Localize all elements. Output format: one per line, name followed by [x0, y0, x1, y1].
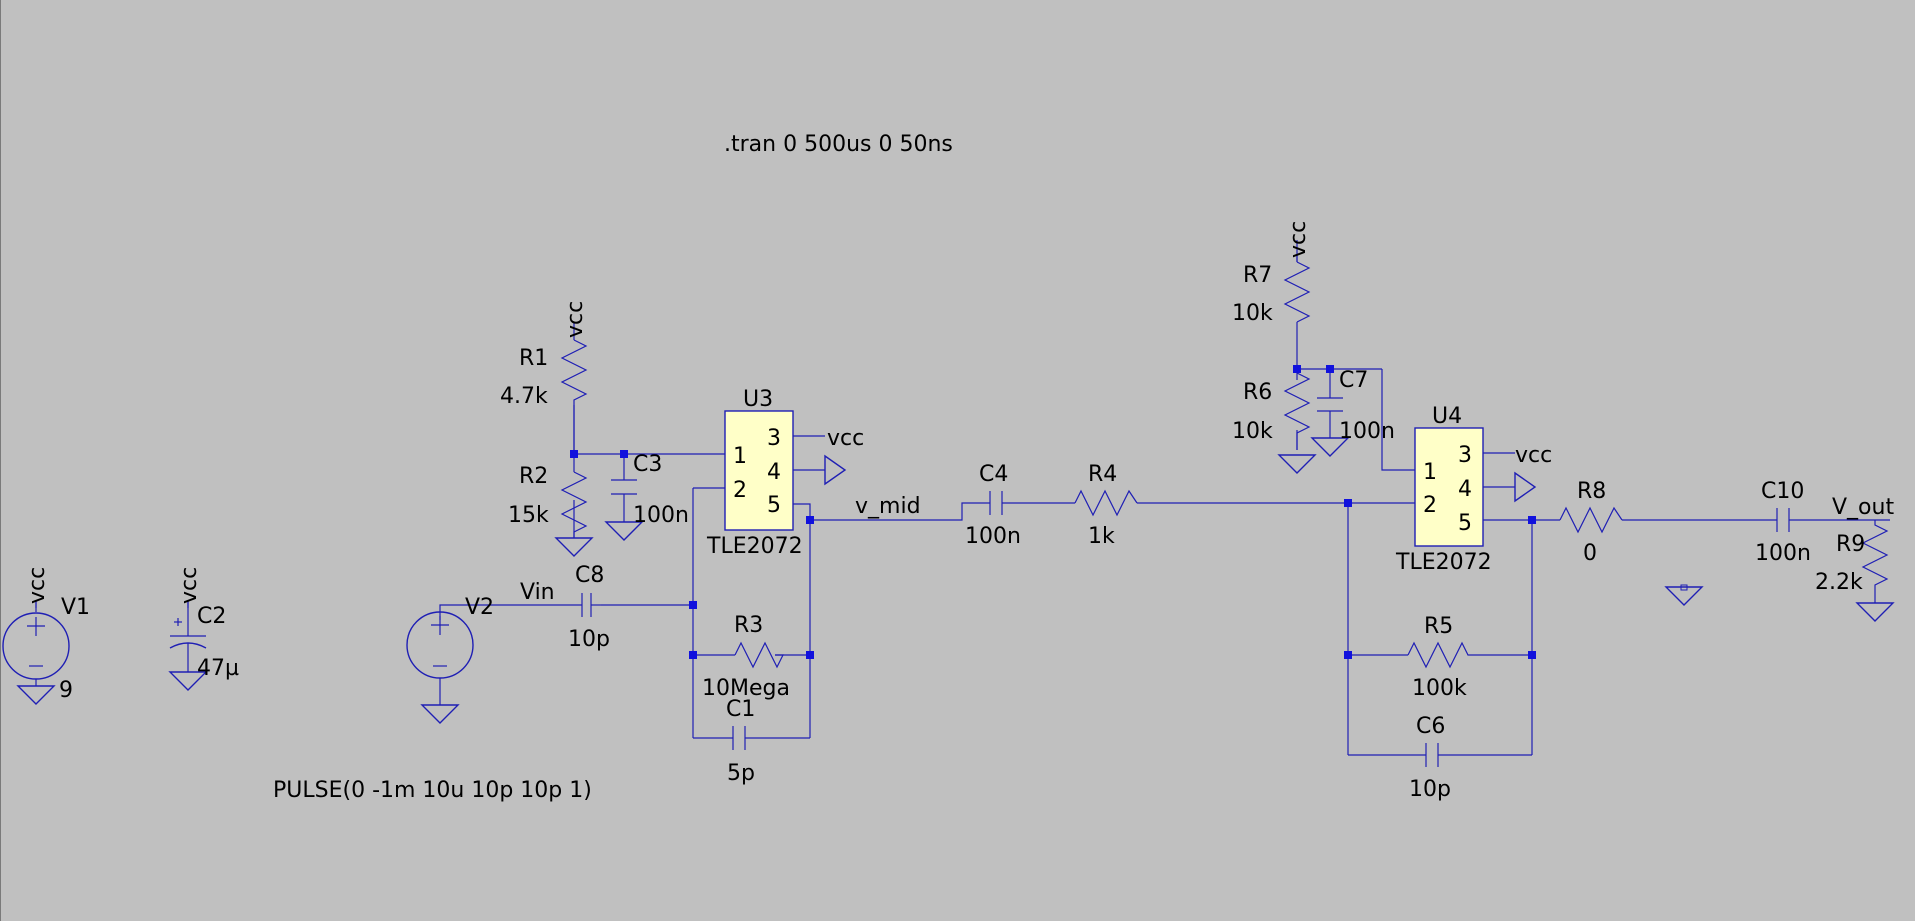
resistor-r9[interactable]: [1855, 520, 1895, 622]
pin-3: 3: [1458, 443, 1472, 468]
c4-value: 100n: [965, 524, 1021, 549]
vcc-label-r1: vcc: [563, 301, 588, 338]
pin-4: 4: [1458, 477, 1472, 502]
resistor-r8[interactable]: [1559, 506, 1623, 534]
tran-directive[interactable]: .tran 0 500us 0 50ns: [724, 132, 953, 157]
ground-icon: [554, 537, 594, 557]
r6-name: R6: [1243, 380, 1272, 405]
pin-2: 2: [1423, 493, 1437, 518]
ground-icon: [420, 704, 460, 724]
pin-5: 5: [1458, 511, 1472, 536]
r1-value: 4.7k: [500, 384, 548, 409]
ground-icon: [1310, 437, 1350, 457]
c2-value: 47µ: [197, 656, 239, 681]
resistor-r7[interactable]: [1283, 261, 1311, 323]
c8-name: C8: [575, 563, 604, 588]
r9-name: R9: [1836, 532, 1865, 557]
r8-name: R8: [1577, 479, 1606, 504]
r2-value: 15k: [508, 503, 549, 528]
r1-name: R1: [519, 346, 548, 371]
junctions: [570, 365, 1536, 659]
r8-value: 0: [1583, 541, 1597, 566]
capacitor-c7[interactable]: [1310, 397, 1350, 457]
r9-value: 2.2k: [1815, 570, 1863, 595]
ground-icon: [1514, 471, 1537, 503]
resistor-r2[interactable]: [554, 471, 594, 557]
c7-name: C7: [1339, 368, 1368, 393]
r3-value: 10Mega: [702, 676, 790, 701]
vcc-label-v1: vcc: [25, 567, 50, 604]
ground-icon: [824, 454, 847, 486]
u4-model: TLE2072: [1395, 550, 1492, 575]
c7-value: 100n: [1339, 419, 1395, 444]
u3-name: U3: [743, 387, 773, 412]
ground-icon: [604, 521, 644, 541]
pin-2: 2: [733, 478, 747, 503]
v1-name: V1: [61, 595, 90, 620]
v1-value: 9: [59, 678, 73, 703]
r5-name: R5: [1424, 614, 1453, 639]
c4-name: C4: [979, 462, 1008, 487]
r6-value: 10k: [1232, 419, 1273, 444]
resistor-r4[interactable]: [1074, 489, 1138, 517]
ground-icon: [1277, 454, 1317, 474]
ground-icon: [16, 685, 56, 705]
c10-name: C10: [1761, 479, 1804, 504]
c3-value: 100n: [633, 503, 689, 528]
pin-1: 1: [733, 444, 747, 469]
ground-icon: [168, 671, 208, 691]
c1-name: C1: [726, 697, 755, 722]
c6-name: C6: [1416, 714, 1445, 739]
pin-3: 3: [767, 426, 781, 451]
opamp-u3[interactable]: 1 2 3 4 5: [724, 410, 847, 531]
u4-name: U4: [1432, 404, 1462, 429]
ic-body: [1414, 427, 1484, 547]
pulse-directive[interactable]: PULSE(0 -1m 10u 10p 10p 1): [273, 778, 592, 803]
c2-name: C2: [197, 604, 226, 629]
net-label-vin: Vin: [520, 580, 555, 605]
capacitor-c8[interactable]: [581, 593, 601, 617]
v2-name: V2: [465, 595, 494, 620]
resistor-r5[interactable]: [1407, 641, 1474, 669]
r4-value: 1k: [1088, 524, 1115, 549]
resistor-r3[interactable]: [734, 641, 784, 669]
r2-name: R2: [519, 464, 548, 489]
ground-icon[interactable]: [1664, 584, 1704, 606]
c1-value: 5p: [727, 761, 755, 786]
vcc-flags: [35, 240, 1298, 608]
capacitor-c4[interactable]: [989, 491, 1003, 515]
c3-name: C3: [633, 452, 662, 477]
voltage-source-v2[interactable]: [406, 611, 474, 724]
r5-value: 100k: [1412, 676, 1467, 701]
vcc-label-u4: vcc: [1515, 443, 1552, 468]
pin-5: 5: [767, 493, 781, 518]
u3-model: TLE2072: [706, 534, 803, 559]
net-label-v-out: V_out: [1832, 495, 1894, 520]
ground-icon: [1855, 602, 1895, 622]
vcc-label-r7: vcc: [1286, 221, 1311, 258]
r7-name: R7: [1243, 263, 1272, 288]
capacitor-c10[interactable]: [1776, 508, 1790, 532]
labels: .tran 0 500us 0 50ns PULSE(0 -1m 10u 10p…: [25, 132, 1894, 803]
r3-name: R3: [734, 613, 763, 638]
capacitor-c6[interactable]: [1425, 743, 1439, 767]
resistor-r1[interactable]: [560, 339, 588, 408]
pin-4: 4: [767, 460, 781, 485]
capacitor-c3[interactable]: [604, 479, 644, 541]
ic-body: [724, 410, 794, 531]
r4-name: R4: [1088, 462, 1117, 487]
opamp-u4[interactable]: 1 2 3 4 5: [1414, 427, 1537, 547]
c6-value: 10p: [1409, 777, 1451, 802]
c8-value: 10p: [568, 627, 610, 652]
vcc-label-c2: vcc: [177, 567, 202, 604]
r7-value: 10k: [1232, 301, 1273, 326]
net-label-v-mid: v_mid: [855, 494, 921, 519]
voltage-source-v1[interactable]: [2, 600, 70, 705]
pin-1: 1: [1423, 460, 1437, 485]
resistor-r6[interactable]: [1277, 372, 1317, 474]
capacitor-c1[interactable]: [732, 726, 746, 750]
vcc-label-u3: vcc: [827, 426, 864, 451]
c10-value: 100n: [1755, 541, 1811, 566]
